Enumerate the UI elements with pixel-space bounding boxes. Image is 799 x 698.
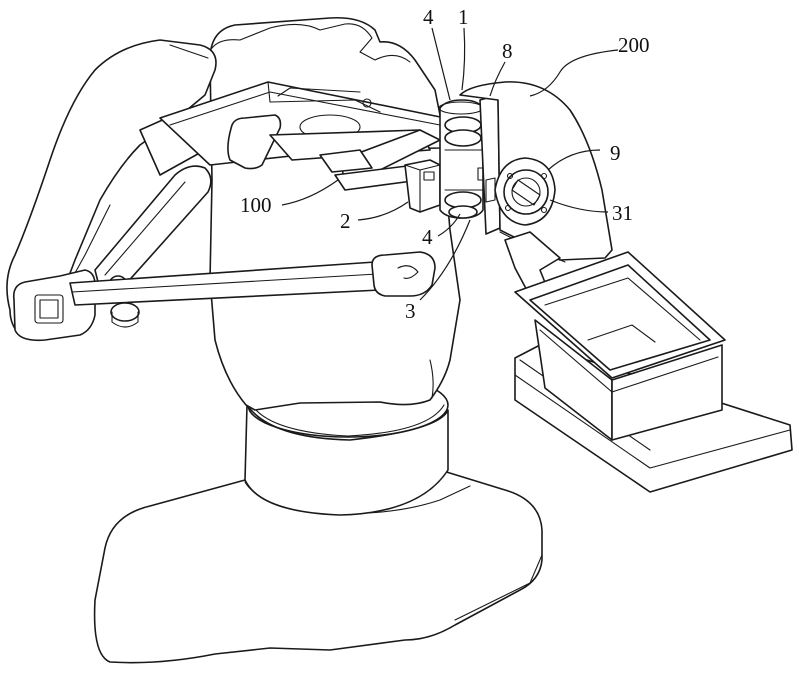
label-31: 31: [612, 201, 633, 225]
label-4-top: 4: [423, 5, 434, 29]
block-2: [405, 160, 440, 212]
mounting-plate-8: [480, 95, 500, 234]
label-3: 3: [405, 299, 416, 323]
label-4-bottom: 4: [422, 225, 433, 249]
label-1: 1: [458, 5, 469, 29]
label-8: 8: [502, 39, 513, 63]
label-200: 200: [618, 33, 650, 57]
label-100: 100: [240, 193, 272, 217]
label-2: 2: [340, 209, 351, 233]
label-9: 9: [610, 141, 621, 165]
rod-clamp: [372, 252, 435, 296]
vertical-shaft: [439, 100, 486, 218]
